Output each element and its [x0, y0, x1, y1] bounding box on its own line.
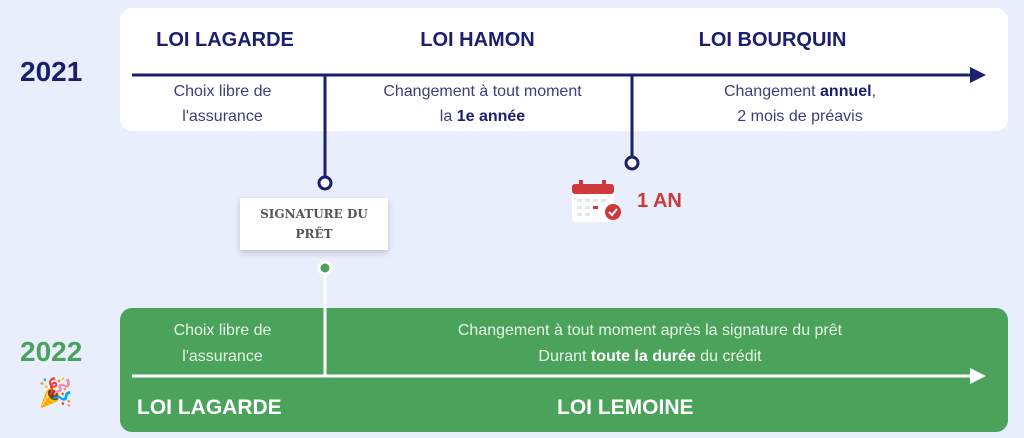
- desc-text: la: [439, 108, 457, 125]
- desc-bold: annuel: [820, 83, 872, 100]
- signature-text: SIGNATURE DU PRÊT: [260, 207, 368, 241]
- law-lagarde-2021: LOI LAGARDE: [156, 29, 294, 51]
- bourquin-desc: Changement annuel, 2 mois de préavis: [660, 79, 940, 129]
- party-popper-icon: 🎉: [38, 377, 73, 408]
- signature-label: SIGNATURE DU PRÊT: [240, 198, 388, 250]
- law-lemoine: LOI LEMOINE: [557, 396, 694, 419]
- desc-text: ,: [871, 83, 877, 100]
- desc-line: l'assurance: [182, 348, 263, 365]
- desc-bold: toute la durée: [590, 348, 696, 365]
- desc-text: du crédit: [695, 348, 762, 365]
- law-lagarde-2022: LOI LAGARDE: [137, 396, 282, 419]
- timeline-2022-panel: [120, 308, 1008, 432]
- calendar-check-icon: [572, 180, 621, 222]
- desc-line: Choix libre de: [173, 322, 272, 339]
- desc-line: Changement à tout moment après la signat…: [457, 322, 843, 339]
- lagarde-2022-desc: Choix libre de l'assurance: [135, 318, 310, 370]
- signature-node-2022: [317, 260, 333, 276]
- year-2021: 2021: [20, 56, 83, 87]
- desc-text: Changement: [723, 83, 821, 100]
- desc-bold: 1e année: [456, 108, 526, 125]
- one-year-label: 1 AN: [637, 190, 682, 212]
- desc-text: Durant: [538, 348, 591, 365]
- one-year-node: [624, 155, 640, 171]
- lagarde-2021-desc: Choix libre de l'assurance: [130, 79, 315, 129]
- law-bourquin: LOI BOURQUIN: [698, 29, 847, 51]
- arrow-icon: [970, 368, 986, 384]
- timeline-2021-panel: [120, 8, 1008, 131]
- desc-line: Choix libre de: [173, 83, 272, 100]
- desc-line: 2 mois de préavis: [737, 108, 863, 125]
- year-2022: 2022: [20, 336, 83, 367]
- arrow-icon: [970, 67, 986, 83]
- signature-node: [317, 175, 333, 191]
- hamon-desc: Changement à tout moment la 1e année: [335, 79, 630, 129]
- desc-line: Changement à tout moment: [383, 83, 582, 100]
- desc-line: l'assurance: [182, 108, 263, 125]
- law-hamon: LOI HAMON: [420, 29, 535, 51]
- lemoine-desc: Changement à tout moment après la signat…: [340, 318, 960, 370]
